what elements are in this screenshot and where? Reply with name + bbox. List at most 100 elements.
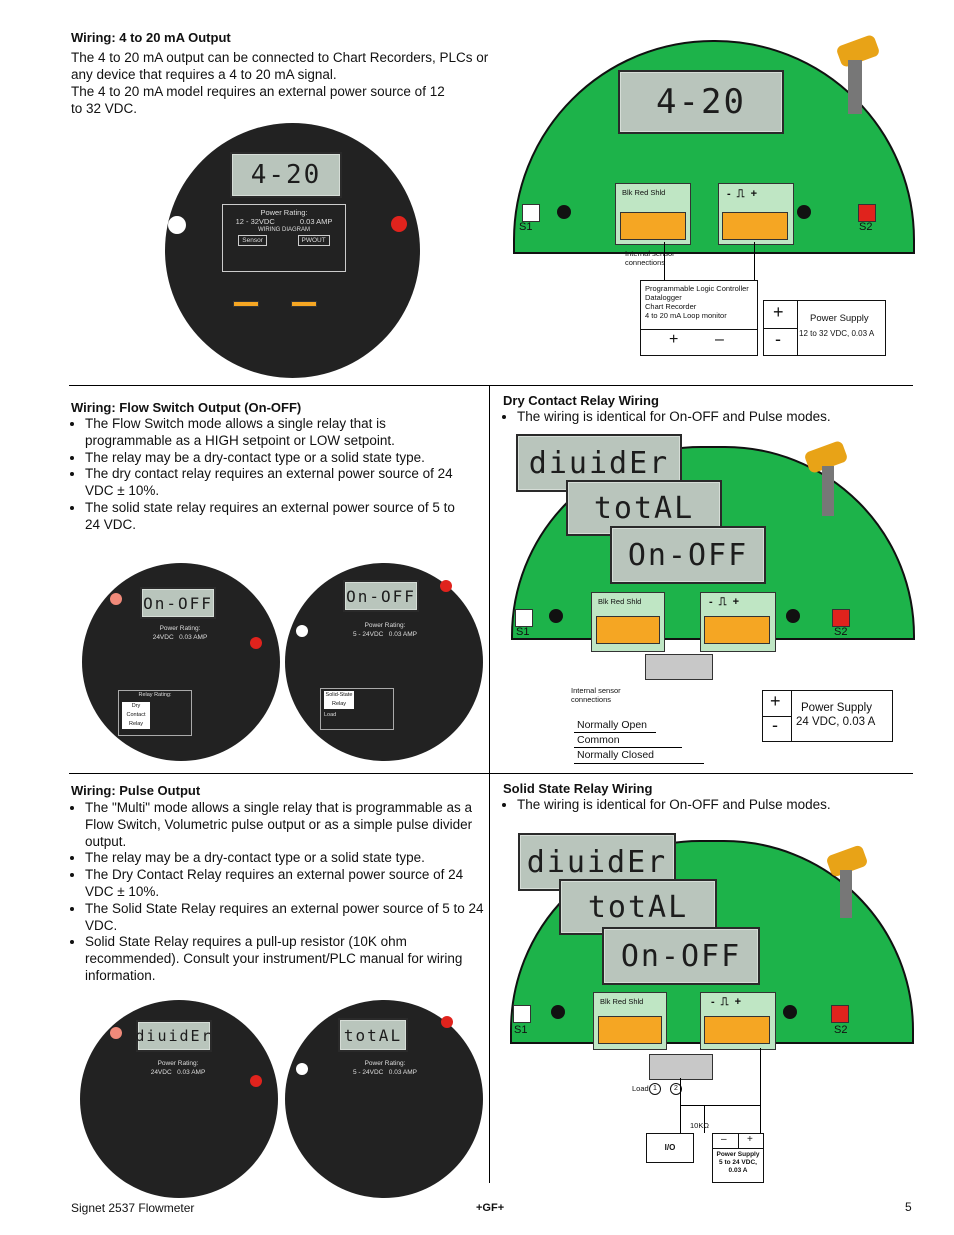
sensor-terminals — [598, 1016, 662, 1044]
s1-label: S1 — [516, 626, 530, 638]
s1-button[interactable] — [515, 609, 533, 627]
footer-product: Signet 2537 Flowmeter — [71, 1201, 195, 1215]
s2-label: S2 — [834, 626, 848, 638]
mounting-hole — [557, 205, 571, 219]
section-title-dry-contact: Dry Contact Relay Wiring — [503, 393, 659, 408]
common-label: Common — [577, 734, 620, 746]
load-label: Load — [632, 1084, 649, 1093]
ps-value: 12 to 32 VDC, 0.03 A — [799, 329, 875, 338]
meter-lcd: On-OFF — [343, 580, 419, 612]
normally-open-label: Normally Open — [577, 719, 648, 731]
s1-button[interactable] — [168, 216, 186, 234]
sensor-label: Sensor — [238, 235, 267, 246]
sensor-stem — [840, 870, 852, 918]
io-box: I/O — [646, 1133, 694, 1163]
meter-lcd: 4-20 — [230, 152, 342, 198]
sensor-terminals — [596, 616, 660, 644]
output-terminals — [722, 212, 788, 240]
s2-button[interactable] — [858, 204, 876, 222]
mounting-hole — [786, 609, 800, 623]
voltage-label: 5 - 24VDC — [353, 631, 384, 638]
bullet: The solid state relay requires an extern… — [85, 500, 465, 534]
plc-line: Programmable Logic Controller — [645, 284, 749, 293]
flow-switch-bullets: The Flow Switch mode allows a single rel… — [71, 416, 465, 534]
power-supply-box: + - Power Supply 24 VDC, 0.03 A — [762, 690, 893, 742]
board-lcd: totAL — [559, 879, 717, 935]
output-polarity: - ⎍ + — [727, 188, 758, 200]
output-terminals — [704, 1016, 770, 1044]
solid-state-power-supply: – + Power Supply 5 to 24 VDC, 0.03 A — [712, 1133, 764, 1183]
mounting-hole — [549, 609, 563, 623]
load-terminal-1: 1 — [649, 1083, 661, 1095]
section-title-pulse: Wiring: Pulse Output — [71, 783, 201, 798]
voltage-label: 12 - 32VDC — [235, 217, 275, 226]
ps-minus: – — [721, 1134, 727, 1145]
pulse-bullets: The "Multi" mode allows a single relay t… — [71, 800, 495, 985]
mounting-hole — [783, 1005, 797, 1019]
bullet: The relay may be a dry-contact type or a… — [85, 450, 465, 467]
s2-button[interactable] — [250, 1075, 262, 1087]
load-terminal-2: 2 — [670, 1083, 682, 1095]
ps-title: Power Supply — [810, 313, 869, 324]
internal-sensor-label: Internal sensor connections — [571, 686, 621, 704]
amp-label: 0.03 AMP — [179, 634, 208, 641]
s1-label: S1 — [514, 1024, 528, 1036]
bullet: Solid State Relay requires a pull-up res… — [85, 934, 495, 984]
power-supply-box: + - Power Supply 12 to 32 VDC, 0.03 A — [763, 300, 886, 356]
s1-button[interactable] — [296, 625, 308, 637]
ps-title: Power Supply — [801, 702, 872, 714]
ps-plus: + — [770, 691, 781, 711]
resistor-label: 10KΩ — [690, 1121, 709, 1130]
bullet: The wiring is identical for On-OFF and P… — [517, 797, 917, 814]
s2-button[interactable] — [831, 1005, 849, 1023]
plc-box: Programmable Logic Controller Datalogger… — [640, 280, 758, 356]
s1-button[interactable] — [513, 1005, 531, 1023]
bullet: The Solid State Relay requires an extern… — [85, 901, 495, 935]
relay-rating-label: Relay Rating: Dry Contact Relay — [118, 690, 192, 736]
bullet: The relay may be a dry-contact type or a… — [85, 850, 495, 867]
plc-minus: – — [715, 331, 724, 348]
normally-closed-label: Normally Closed — [577, 749, 655, 761]
s1-button[interactable] — [110, 1027, 122, 1039]
board-lcd: 4-20 — [618, 70, 784, 134]
plc-line: Chart Recorder — [645, 302, 697, 311]
ps-value: 24 VDC, 0.03 A — [796, 716, 876, 728]
voltage-label: 5 - 24VDC — [353, 1069, 384, 1076]
s2-button[interactable] — [391, 216, 407, 232]
s2-button[interactable] — [832, 609, 850, 627]
s1-label: S1 — [519, 221, 533, 233]
s2-button[interactable] — [440, 580, 452, 592]
intro-paragraph-1: The 4 to 20 mA output can be connected t… — [71, 50, 489, 82]
bullet: The Flow Switch mode allows a single rel… — [85, 416, 465, 450]
meter-lcd: On-OFF — [140, 587, 216, 619]
internal-sensor-label: Internal sensor connections — [625, 249, 675, 267]
bullet: The Dry Contact Relay requires an extern… — [85, 867, 495, 901]
ps-title: Power Supply 5 to 24 VDC, 0.03 A — [716, 1151, 760, 1174]
s1-button[interactable] — [296, 1063, 308, 1075]
bullet: The dry contact relay requires an extern… — [85, 466, 465, 500]
s2-label: S2 — [834, 1024, 848, 1036]
s1-button[interactable] — [522, 204, 540, 222]
power-rating-label: Power Rating: — [260, 208, 308, 217]
sensor-column-labels: Blk Red Shld — [622, 188, 666, 197]
section-title-4-20: Wiring: 4 to 20 mA Output — [71, 30, 231, 45]
voltage-label: 24VDC — [152, 634, 174, 641]
s2-button[interactable] — [441, 1016, 453, 1028]
meter-lcd: diuidEr — [135, 1020, 212, 1052]
board-lcd: On-OFF — [610, 526, 766, 584]
s2-label: S2 — [859, 221, 873, 233]
divider — [69, 385, 913, 386]
meter-lcd: totAL — [338, 1018, 408, 1052]
solid-state-bullets: The wiring is identical for On-OFF and P… — [503, 797, 917, 814]
relay-terminal-block — [649, 1054, 713, 1080]
sensor-stem — [822, 466, 834, 516]
bullet: The wiring is identical for On-OFF and P… — [517, 409, 917, 426]
terminal-strip — [291, 301, 317, 307]
wiring-label: Power Rating: 24VDC 0.03 AMP — [150, 1060, 206, 1076]
s2-button[interactable] — [250, 637, 262, 649]
plc-line: 4 to 20 mA Loop monitor — [645, 311, 727, 320]
section-title-solid-state: Solid State Relay Wiring — [503, 781, 653, 796]
wiring-label: Power Rating: 5 - 24VDC 0.03 AMP — [353, 1060, 417, 1076]
s1-button[interactable] — [110, 593, 122, 605]
pwout-label: PWOUT — [297, 235, 330, 246]
